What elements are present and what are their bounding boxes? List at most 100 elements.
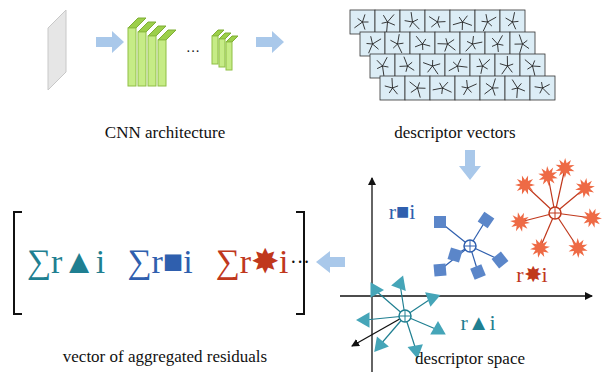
gradient-stroke	[497, 44, 499, 52]
gradient-stroke	[453, 62, 457, 66]
gradient-stroke	[486, 83, 493, 88]
gradient-stroke	[513, 22, 516, 29]
gradient-stroke	[508, 22, 512, 26]
square-point	[478, 212, 495, 229]
descriptor-cell	[500, 10, 525, 34]
gradient-stroke	[428, 66, 433, 72]
gradient-stroke	[513, 12, 515, 22]
bracket-left	[14, 212, 22, 314]
gradient-stroke	[383, 66, 389, 67]
gradient-stroke	[385, 86, 393, 88]
gradient-stroke	[408, 62, 413, 66]
descriptor-cell	[405, 76, 430, 100]
gradient-stroke	[488, 22, 492, 26]
gradient-stroke	[483, 22, 487, 31]
gradient-stroke	[512, 80, 517, 88]
gradient-stroke	[405, 21, 413, 22]
gradient-stroke	[535, 87, 543, 88]
gradient-stroke	[508, 66, 513, 72]
descriptor-cell	[530, 76, 555, 100]
gradient-stroke	[506, 18, 513, 22]
gradient-stroke	[493, 87, 499, 88]
gradient-stroke	[540, 88, 543, 93]
caption-label: CNN architecture	[105, 124, 225, 141]
residual-label: r✸i	[516, 264, 547, 286]
residual-label: r■i	[389, 201, 416, 223]
gradient-stroke	[369, 44, 373, 53]
square-point	[492, 252, 509, 269]
gradient-stroke	[443, 88, 452, 92]
descriptor-cell	[510, 32, 535, 56]
gradient-stroke	[371, 36, 373, 44]
gradient-stroke	[466, 80, 468, 88]
gradient-stroke	[433, 64, 441, 66]
descriptor-cell	[460, 32, 485, 56]
residual-label: r▲i	[460, 312, 495, 334]
gradient-stroke	[408, 66, 415, 70]
layer-face	[128, 28, 136, 86]
sum-term: ∑r■i	[127, 245, 193, 279]
descriptor-cell	[420, 54, 445, 78]
triangle-point	[425, 292, 440, 307]
gradient-stroke	[411, 88, 418, 92]
gradient-stroke	[541, 82, 543, 88]
descriptor-cell	[380, 76, 405, 100]
gradient-stroke	[453, 22, 463, 25]
gradient-stroke	[458, 66, 468, 67]
gradient-stroke	[498, 44, 504, 45]
gradient-stroke	[518, 88, 525, 91]
gradient-stroke	[525, 60, 533, 66]
gradient-stroke	[533, 66, 535, 76]
star-point	[530, 238, 550, 258]
gradient-stroke	[462, 22, 463, 30]
descriptor-cell	[495, 54, 520, 78]
gradient-stroke	[410, 82, 418, 88]
gradient-stroke	[416, 36, 422, 44]
gradient-stroke	[404, 57, 408, 66]
gradient-stroke	[415, 44, 422, 47]
layer-face	[138, 32, 146, 86]
caption-label: descriptor vectors	[394, 124, 515, 141]
gradient-stroke	[459, 17, 462, 22]
center-mark	[555, 207, 556, 219]
layer-face	[158, 40, 166, 86]
gradient-stroke	[413, 22, 420, 29]
clusters	[356, 158, 602, 359]
gradient-stroke	[515, 44, 523, 45]
star-point	[515, 175, 535, 194]
descriptor-cell	[370, 54, 395, 78]
ellipsis-dots: ···	[186, 44, 200, 59]
gradient-stroke	[477, 66, 483, 68]
gradient-stroke	[423, 44, 431, 46]
gradient-stroke	[383, 57, 388, 66]
gradient-stroke	[533, 60, 535, 66]
gradient-stroke	[423, 63, 432, 66]
descriptor-cell	[385, 32, 410, 56]
gradient-stroke	[483, 59, 490, 66]
gradient-stroke	[377, 60, 383, 66]
gradient-stroke	[502, 66, 508, 74]
gradient-stroke	[492, 38, 497, 44]
sum-term: ∑r▲i	[27, 245, 106, 279]
gradient-stroke	[446, 38, 448, 44]
ellipsis-dots: ···	[290, 252, 310, 272]
gradient-stroke	[523, 44, 530, 49]
gradient-stroke	[440, 83, 443, 88]
star-point	[575, 178, 595, 198]
gradient-stroke	[418, 88, 421, 98]
sum-term: ∑r✸i	[215, 245, 288, 279]
gradient-stroke	[363, 22, 365, 30]
gradient-stroke	[508, 64, 514, 66]
gradient-stroke	[413, 19, 418, 22]
descriptor-cell	[350, 10, 375, 34]
descriptor-cell	[520, 54, 545, 78]
gradient-stroke	[463, 22, 472, 25]
gradient-stroke	[449, 66, 458, 71]
gradient-stroke	[492, 44, 497, 46]
descriptor-cell	[485, 32, 510, 56]
descriptor-cell	[395, 54, 420, 78]
gradient-stroke	[513, 21, 519, 23]
descriptor-cell	[480, 76, 505, 100]
gradient-stroke	[485, 88, 493, 94]
